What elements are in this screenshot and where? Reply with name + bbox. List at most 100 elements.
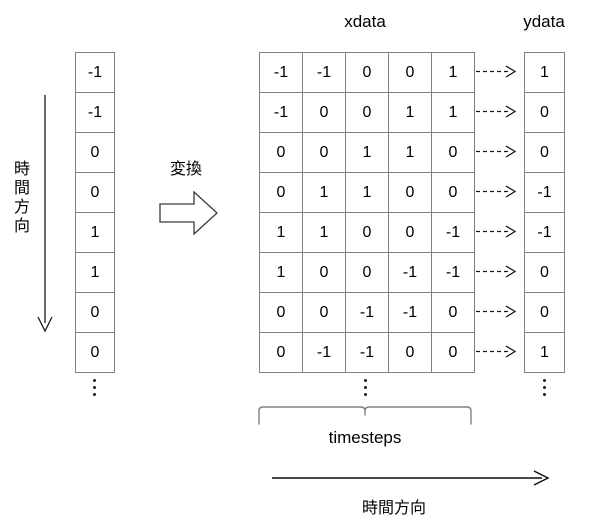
mapping-arrow-icon	[476, 225, 517, 238]
xdata-cell: -1	[302, 332, 346, 373]
table-row: 0	[75, 132, 115, 173]
xdata-cell: -1	[431, 212, 475, 253]
dot	[363, 379, 367, 382]
xdata-cell: 0	[431, 132, 475, 173]
table-row: 0	[524, 132, 565, 173]
mapping-arrow-icon	[476, 265, 517, 278]
dot	[542, 379, 546, 382]
xdata-cell: 0	[302, 252, 346, 293]
xdata-cell: 1	[388, 92, 432, 133]
time-direction-char-3: 向	[13, 218, 30, 235]
table-row: -1	[75, 52, 115, 93]
table-row: -1	[75, 92, 115, 133]
table-row: 0	[524, 92, 565, 133]
dot	[363, 386, 367, 389]
xdata-cell: -1	[259, 52, 303, 93]
xdata-cell: 0	[388, 172, 432, 213]
table-row: 0 0 -1 -1 0	[259, 292, 475, 333]
table-row: 0	[524, 252, 565, 293]
xdata-cell: -1	[388, 252, 432, 293]
timesteps-label: timesteps	[328, 428, 402, 447]
mapping-arrows-group	[474, 52, 524, 372]
input-sequence-ellipsis	[84, 379, 104, 400]
timesteps-brace-icon	[256, 404, 476, 426]
sequence-cell: 0	[75, 292, 115, 333]
table-row: 0 -1 -1 0 0	[259, 332, 475, 373]
sequence-cell: 1	[75, 252, 115, 293]
xdata-cell: 1	[259, 252, 303, 293]
table-row: -1 -1 0 0 1	[259, 52, 475, 93]
ydata-cell: -1	[524, 172, 565, 213]
xdata-cell: 0	[259, 172, 303, 213]
xdata-cell: 0	[345, 92, 389, 133]
table-row: 0 0 1 1 0	[259, 132, 475, 173]
dot	[92, 386, 96, 389]
time-direction-down-arrow-icon	[32, 95, 58, 335]
time-direction-char-2: 方	[13, 199, 30, 216]
time-direction-char-0: 時	[13, 161, 30, 178]
table-row: 1	[75, 252, 115, 293]
ydata-ellipsis	[534, 379, 554, 400]
table-row: 1 1 0 0 -1	[259, 212, 475, 253]
xdata-cell: 0	[302, 132, 346, 173]
table-row: 0	[75, 172, 115, 213]
ydata-cell: 1	[524, 52, 565, 93]
xdata-cell: 1	[431, 52, 475, 93]
dot	[542, 393, 546, 396]
xdata-cell: 1	[431, 92, 475, 133]
xdata-cell: 0	[388, 332, 432, 373]
dot	[542, 386, 546, 389]
time-direction-right-arrow-icon	[272, 467, 552, 489]
table-row: 1	[524, 332, 565, 373]
transform-label: 変換	[169, 161, 202, 178]
sequence-cell: 0	[75, 332, 115, 373]
ydata-header: ydata	[523, 12, 565, 31]
xdata-cell: 0	[259, 332, 303, 373]
sequence-cell: 0	[75, 132, 115, 173]
xdata-cell: 1	[302, 172, 346, 213]
table-row: 0	[524, 292, 565, 333]
xdata-cell: 1	[345, 132, 389, 173]
xdata-cell: -1	[345, 332, 389, 373]
input-sequence-table: -1 -1 0 0 1 1 0 0	[75, 52, 115, 373]
xdata-cell: 0	[259, 132, 303, 173]
bottom-time-direction-label: 時間方向	[361, 500, 426, 517]
xdata-ellipsis	[355, 379, 375, 400]
xdata-cell: 0	[388, 52, 432, 93]
table-row: 0	[75, 332, 115, 373]
dot	[363, 393, 367, 396]
mapping-arrow-icon	[476, 345, 517, 358]
table-row: 1 0 0 -1 -1	[259, 252, 475, 293]
xdata-cell: 1	[345, 172, 389, 213]
xdata-cell: 0	[431, 292, 475, 333]
xdata-cell: 0	[259, 292, 303, 333]
dot	[92, 393, 96, 396]
sequence-cell: -1	[75, 92, 115, 133]
xdata-cell: 0	[345, 212, 389, 253]
xdata-cell: -1	[259, 92, 303, 133]
mapping-arrow-icon	[476, 65, 517, 78]
ydata-table: 1 0 0 -1 -1 0 0 1	[524, 52, 565, 373]
xdata-cell: 1	[259, 212, 303, 253]
ydata-cell: 1	[524, 332, 565, 373]
xdata-cell: 0	[431, 332, 475, 373]
ydata-cell: 0	[524, 252, 565, 293]
table-row: -1 0 0 1 1	[259, 92, 475, 133]
xdata-header: xdata	[344, 12, 386, 31]
xdata-cell: -1	[388, 292, 432, 333]
mapping-arrow-icon	[476, 305, 517, 318]
ydata-cell: -1	[524, 212, 565, 253]
xdata-cell: 0	[302, 92, 346, 133]
xdata-cell: 0	[345, 52, 389, 93]
table-row: -1	[524, 212, 565, 253]
table-row: 1	[75, 212, 115, 253]
ydata-cell: 0	[524, 292, 565, 333]
transform-right-block-arrow-icon	[158, 188, 220, 238]
xdata-cell: 0	[431, 172, 475, 213]
xdata-cell: -1	[345, 292, 389, 333]
table-row: -1	[524, 172, 565, 213]
xdata-cell: -1	[431, 252, 475, 293]
xdata-cell: 1	[388, 132, 432, 173]
mapping-arrow-icon	[476, 105, 517, 118]
